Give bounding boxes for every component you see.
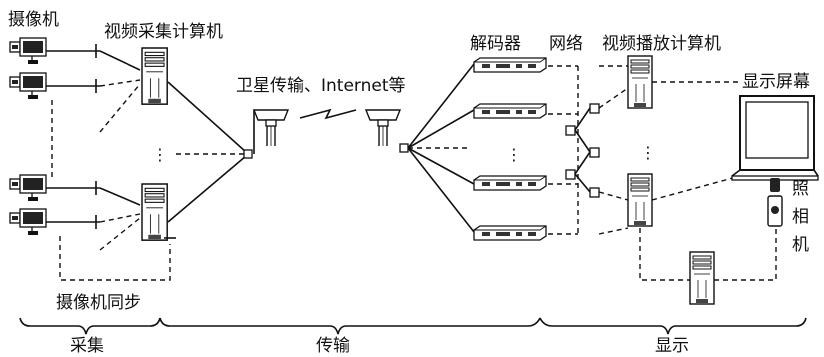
playback-computer-2 <box>627 173 653 227</box>
decoder-1 <box>473 57 547 73</box>
camera-2 <box>9 72 47 100</box>
display-screen <box>731 95 819 181</box>
capture-computer-1 <box>141 47 168 105</box>
decoder-label: 解码器 <box>470 34 521 54</box>
decoder-ellipsis: ⋮ <box>506 145 522 164</box>
playback-computer-label: 视频播放计算机 <box>602 34 721 54</box>
camera-3 <box>9 174 47 202</box>
satellite-label: 卫星传输、Internet等 <box>236 76 406 96</box>
bottom-computer <box>689 251 715 305</box>
playback-computer-1 <box>627 55 653 109</box>
camera-4 <box>9 208 47 236</box>
photo-camera-label-3: 机 <box>792 235 809 255</box>
decoder-4 <box>473 225 547 241</box>
decoder-2 <box>473 103 547 119</box>
network-node-3 <box>589 103 600 114</box>
photo-camera-label-2: 相 <box>792 207 809 227</box>
satellite-dish-left <box>253 109 289 147</box>
photo-camera-label-1: 照 <box>792 179 809 199</box>
display-label: 显示屏幕 <box>742 72 810 92</box>
network-node-2 <box>565 169 576 180</box>
network-label: 网络 <box>549 34 583 54</box>
photo-camera <box>767 178 783 227</box>
sync-label: 摄像机同步 <box>56 293 141 313</box>
stage-brace-display <box>539 317 807 335</box>
stage-display-label: 显示 <box>655 336 689 356</box>
network-node-4 <box>589 147 600 158</box>
satellite-dish-right <box>365 109 401 147</box>
stage-brace-transfer <box>159 317 541 335</box>
capture-computer-2 <box>141 183 168 241</box>
stage-capture-label: 采集 <box>70 336 104 356</box>
playback-ellipsis: ⋮ <box>640 143 656 162</box>
camera-label: 摄像机 <box>8 10 59 30</box>
stage-brace-capture <box>19 317 161 335</box>
stage-transfer-label: 传输 <box>316 336 350 356</box>
capture-ellipsis: ⋮ <box>152 145 168 164</box>
capture-computer-label: 视频采集计算机 <box>104 22 223 42</box>
network-node-1 <box>565 125 576 136</box>
decoder-3 <box>473 175 547 191</box>
camera-1 <box>9 37 47 65</box>
network-node-5 <box>589 187 600 198</box>
